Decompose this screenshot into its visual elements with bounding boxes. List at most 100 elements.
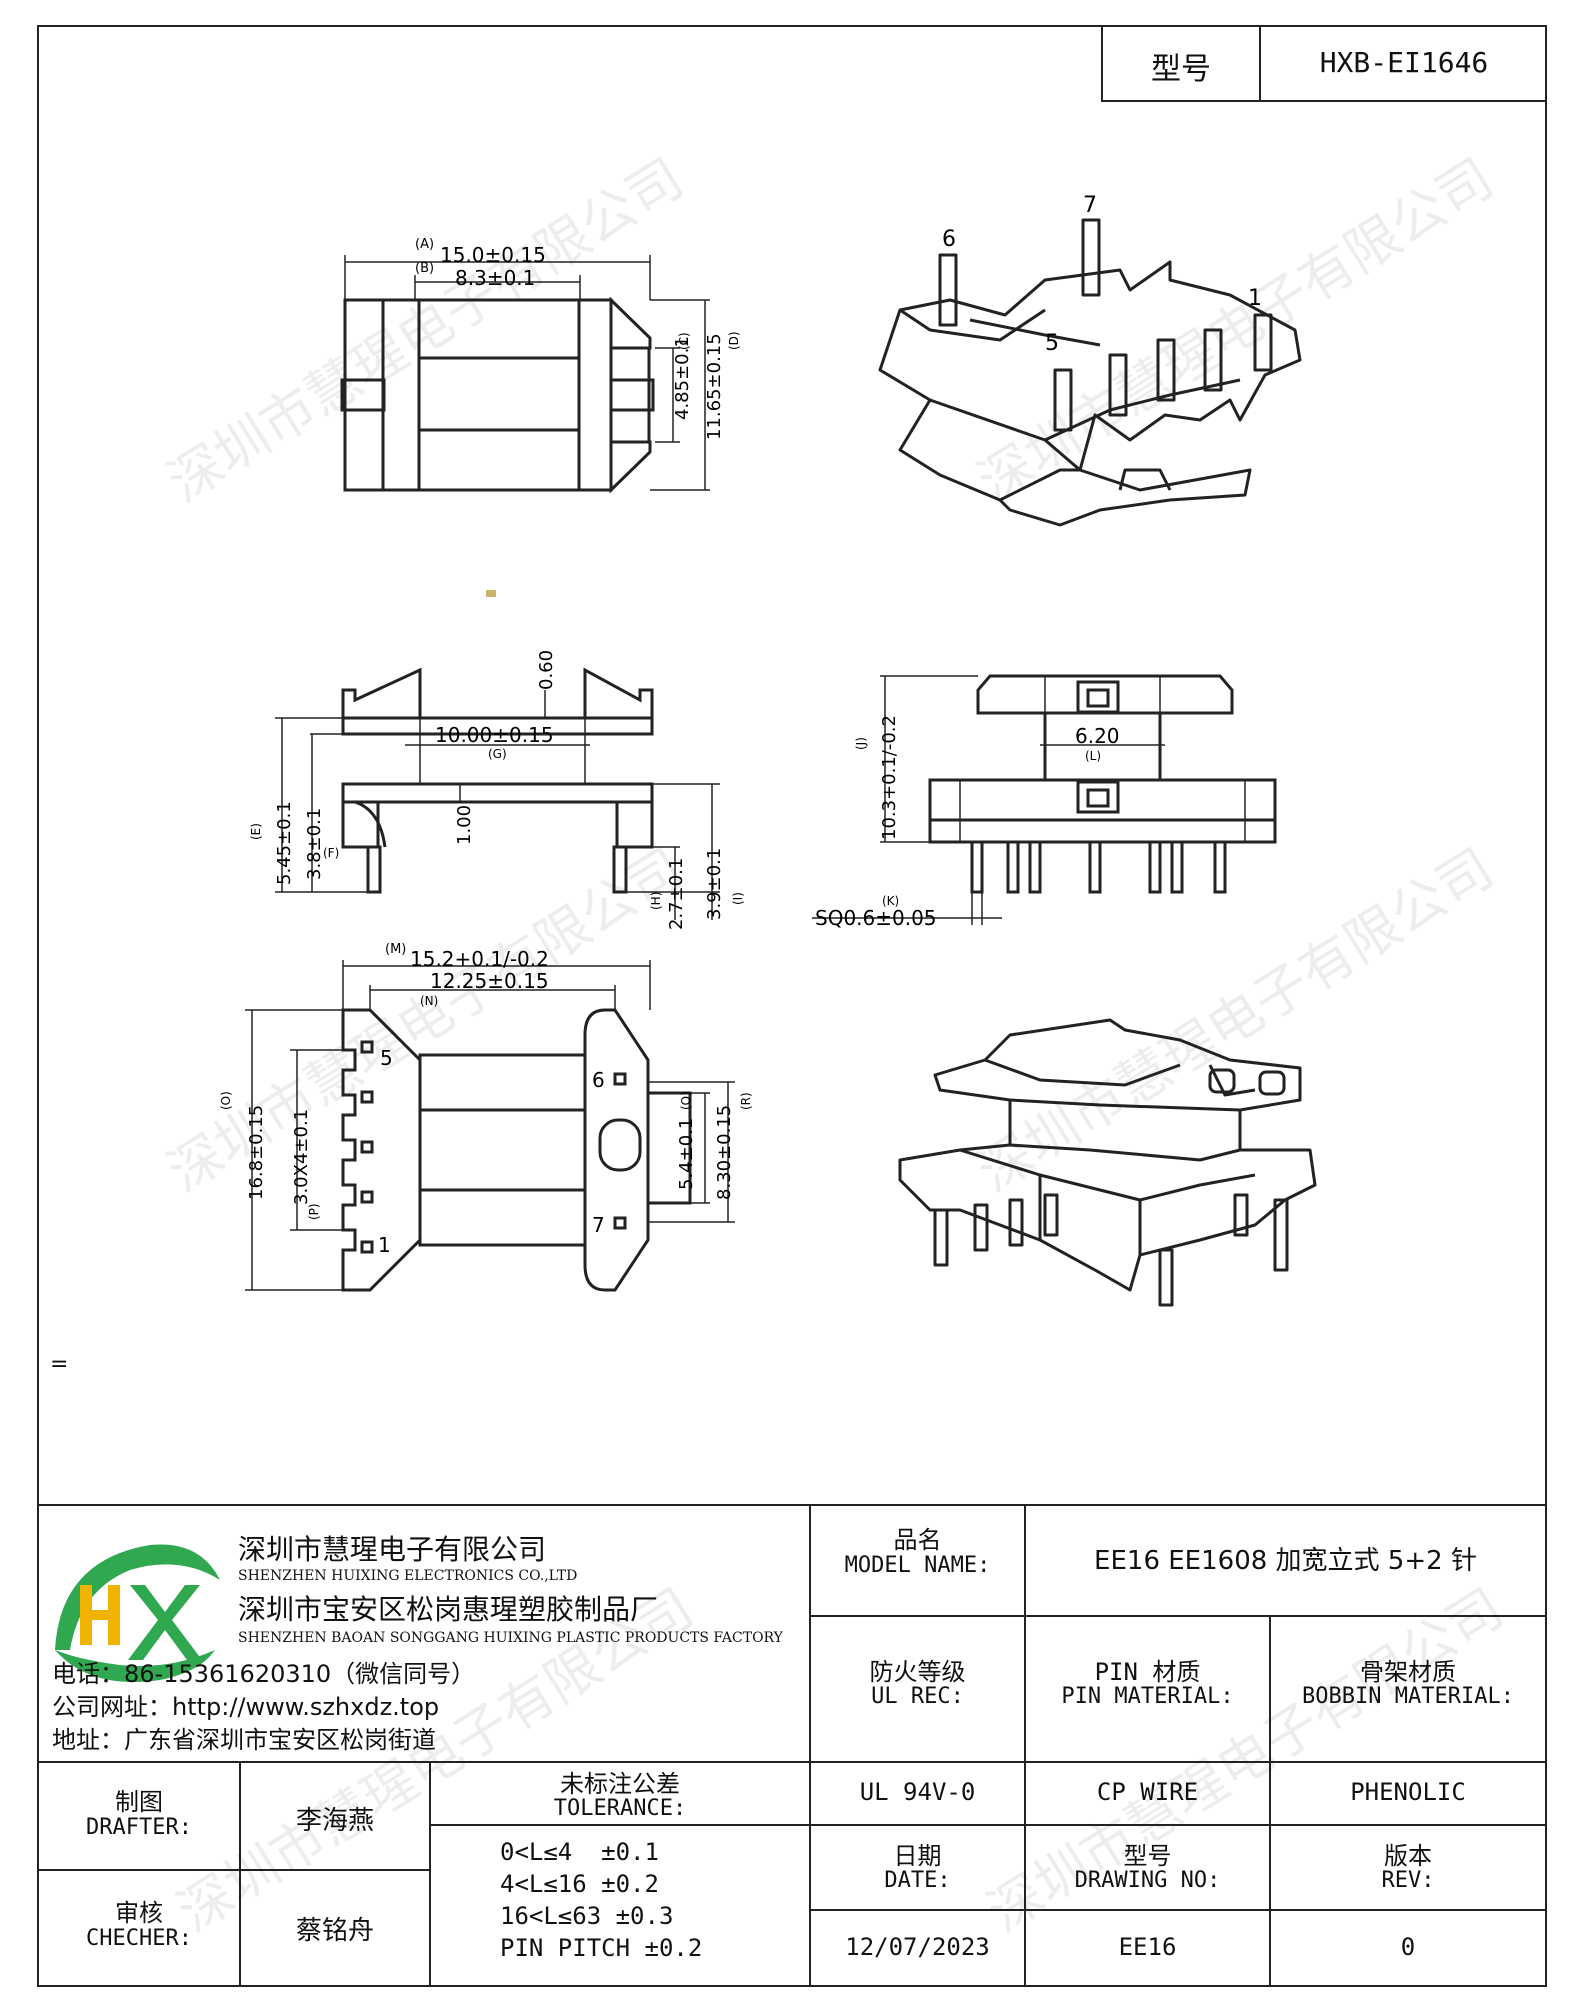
date-label-en: DATE: bbox=[884, 1868, 951, 1893]
bottom-pin-1: 1 bbox=[378, 1233, 391, 1257]
company-name-cn: 深圳市慧瑆电子有限公司 bbox=[238, 1533, 547, 1566]
iso-pin-5: 5 bbox=[1045, 331, 1059, 356]
outer-frame bbox=[37, 25, 1547, 1987]
front-view bbox=[812, 674, 1277, 925]
iso-pin-6: 6 bbox=[942, 227, 956, 252]
dim-g-tag: (G) bbox=[488, 747, 507, 761]
dim-m-tag: (M) bbox=[385, 942, 406, 957]
company-name-en: SHENZHEN HUIXING ELECTRONICS CO.,LTD bbox=[238, 1568, 578, 1584]
dim-r: 8.30±0.15 bbox=[714, 1105, 735, 1200]
dim-n: 12.25±0.15 bbox=[430, 969, 549, 993]
drawing-no-value: EE16 bbox=[1118, 1933, 1177, 1961]
dim-l: 6.20 bbox=[1075, 724, 1120, 748]
company-logo bbox=[55, 1544, 220, 1682]
checker-label-cn: 审核 bbox=[115, 1899, 163, 1927]
stray-dot bbox=[486, 590, 496, 597]
dim-100: 1.00 bbox=[454, 805, 475, 845]
ul-label-cn: 防火等级 bbox=[869, 1658, 966, 1686]
dim-h-tag: (H) bbox=[649, 892, 663, 910]
header-model-label: 型号 bbox=[1151, 52, 1211, 87]
side-view bbox=[275, 667, 720, 920]
company-phone: 电话：86-15361620310（微信同号） bbox=[52, 1660, 476, 1688]
factory-name-en: SHENZHEN BAOAN SONGGANG HUIXING PLASTIC … bbox=[238, 1630, 783, 1646]
title-block-grid bbox=[38, 1504, 1546, 1986]
dim-n-tag: (N) bbox=[420, 994, 438, 1008]
dim-m: 15.2+0.1/-0.2 bbox=[410, 947, 549, 971]
checker-label-en: CHECHER: bbox=[86, 1926, 192, 1951]
drafter-value: 李海燕 bbox=[295, 1806, 374, 1836]
date-label-cn: 日期 bbox=[893, 1842, 942, 1870]
dim-i-tag: (I) bbox=[731, 892, 745, 905]
bobbin-material-value: PHENOLIC bbox=[1350, 1778, 1466, 1806]
dim-c-tag: (C) bbox=[677, 332, 691, 350]
bobbin-material-label-cn: 骨架材质 bbox=[1360, 1658, 1456, 1686]
model-name-label-en: MODEL NAME: bbox=[844, 1553, 991, 1578]
dim-p: 3.0X4±0.1 bbox=[291, 1109, 312, 1205]
dim-l-tag: (L) bbox=[1085, 749, 1101, 763]
dim-e: 5.45±0.1 bbox=[274, 801, 295, 885]
dim-k: SQ0.6±0.05 bbox=[815, 906, 937, 930]
dim-d-tag: (D) bbox=[727, 331, 741, 350]
checker-value: 蔡铭舟 bbox=[295, 1916, 374, 1946]
drafter-label-en: DRAFTER: bbox=[86, 1815, 192, 1840]
ul-value: UL 94V-0 bbox=[859, 1778, 976, 1806]
iso-top-view bbox=[878, 218, 1302, 527]
drafter-label-cn: 制图 bbox=[115, 1788, 163, 1816]
dim-b-tag: (B) bbox=[415, 261, 434, 276]
tolerance-line-3: 16<L≤63 ±0.3 bbox=[500, 1902, 674, 1930]
company-address: 地址：广东省深圳市宝安区松岗街道 bbox=[52, 1726, 436, 1754]
dim-j-tag: (J) bbox=[854, 737, 868, 750]
drawing-no-label-en: DRAWING NO: bbox=[1074, 1868, 1221, 1893]
ul-label-en: UL REC: bbox=[871, 1684, 964, 1709]
dim-d: 11.65±0.15 bbox=[704, 333, 725, 440]
iso-pin-7: 7 bbox=[1083, 193, 1097, 218]
pin-material-label-cn: PIN 材质 bbox=[1094, 1658, 1201, 1686]
tolerance-line-2: 4<L≤16 ±0.2 bbox=[500, 1870, 659, 1898]
dim-o: 16.8±0.15 bbox=[246, 1105, 267, 1200]
header-model-value: HXB-EI1646 bbox=[1319, 46, 1489, 79]
dim-q-tag: (Q) bbox=[679, 1091, 693, 1110]
dim-a: 15.0±0.15 bbox=[440, 243, 546, 267]
dim-g: 10.00±0.15 bbox=[435, 723, 554, 747]
pin-material-value: CP WIRE bbox=[1096, 1778, 1199, 1806]
dim-b: 8.3±0.1 bbox=[455, 266, 535, 290]
dim-h: 2.7±0.1 bbox=[666, 858, 687, 930]
dim-q: 5.4±0.1 bbox=[676, 1118, 697, 1190]
pin-material-label-en: PIN MATERIAL: bbox=[1061, 1684, 1234, 1709]
dim-a-tag: (A) bbox=[415, 237, 434, 252]
dim-p-tag: (P) bbox=[307, 1203, 321, 1220]
dim-060: 0.60 bbox=[536, 650, 557, 690]
bottom-pin-7: 7 bbox=[592, 1213, 605, 1237]
dim-k-tag: (K) bbox=[882, 894, 899, 908]
bottom-view bbox=[245, 960, 735, 1292]
dim-r-tag: (R) bbox=[739, 1092, 753, 1110]
company-website: 公司网址：http://www.szhxdz.top bbox=[52, 1693, 440, 1721]
model-name-label-cn: 品名 bbox=[893, 1526, 942, 1554]
dim-c: 4.85±0.1 bbox=[672, 336, 693, 420]
dim-f: 3.8±0.1 bbox=[304, 808, 325, 880]
dim-i: 3.9±0.1 bbox=[704, 848, 725, 920]
top-view bbox=[340, 255, 710, 494]
header-box bbox=[1101, 25, 1547, 102]
tolerance-line-1: 0<L≤4 ±0.1 bbox=[500, 1838, 659, 1866]
dim-e-tag: (E) bbox=[249, 823, 263, 840]
bottom-pin-6: 6 bbox=[592, 1068, 605, 1092]
stray-mark: = bbox=[50, 1352, 69, 1377]
iso-pin-1: 1 bbox=[1248, 286, 1262, 311]
dim-o-tag: (O) bbox=[219, 1091, 233, 1110]
rev-label-en: REV: bbox=[1381, 1868, 1435, 1893]
factory-name-cn: 深圳市宝安区松岗惠瑆塑胶制品厂 bbox=[238, 1593, 659, 1626]
rev-label-cn: 版本 bbox=[1384, 1842, 1432, 1870]
tolerance-label-cn: 未标注公差 bbox=[560, 1770, 680, 1798]
model-name-value: EE16 EE1608 加宽立式 5+2 针 bbox=[1094, 1546, 1477, 1576]
bobbin-material-label-en: BOBBIN MATERIAL: bbox=[1302, 1684, 1514, 1709]
rev-value: 0 bbox=[1400, 1933, 1416, 1961]
drawing-no-label-cn: 型号 bbox=[1123, 1842, 1172, 1870]
bottom-pin-5: 5 bbox=[380, 1046, 393, 1070]
tolerance-label-en: TOLERANCE: bbox=[553, 1796, 687, 1821]
iso-bottom-view bbox=[898, 1018, 1317, 1307]
dim-f-tag: (F) bbox=[323, 846, 339, 860]
dim-j: 10.3+0.1/-0.2 bbox=[879, 715, 900, 840]
